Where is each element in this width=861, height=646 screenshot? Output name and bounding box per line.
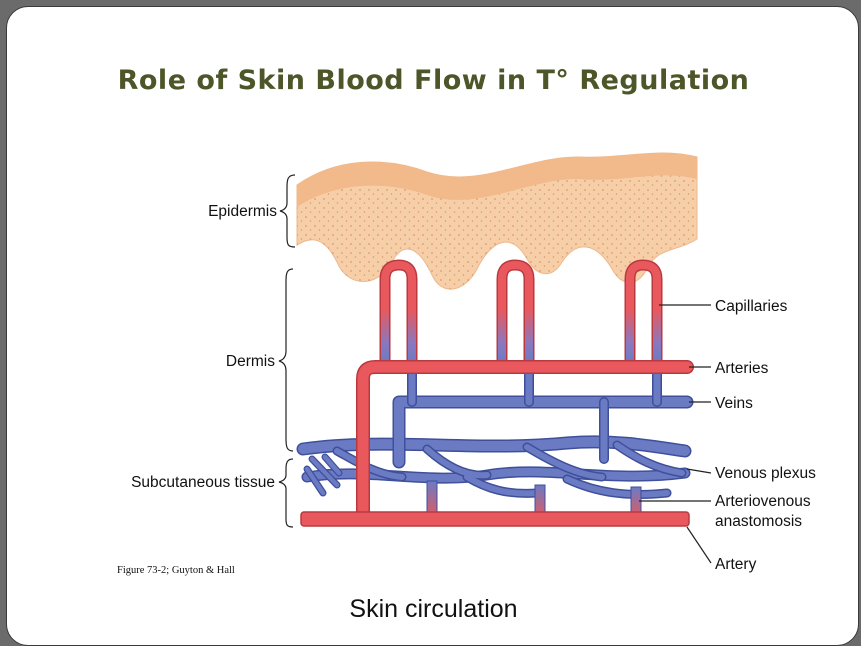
capillary-loops <box>385 265 657 363</box>
figure-credit: Figure 73-2; Guyton & Hall <box>117 565 235 576</box>
label-subcutaneous: Subcutaneous tissue <box>131 474 275 491</box>
slide-caption: Skin circulation <box>7 595 859 624</box>
label-venous-plexus: Venous plexus <box>715 465 816 482</box>
label-epidermis: Epidermis <box>208 203 277 220</box>
label-av-anastomosis-2: anastomosis <box>715 513 802 530</box>
deep-artery <box>301 512 689 526</box>
slide: Role of Skin Blood Flow in T° Regulation <box>6 6 859 646</box>
label-dermis: Dermis <box>226 353 275 370</box>
skin-circulation-diagram: Epidermis Dermis Subcutaneous tissue Cap… <box>7 7 859 646</box>
label-av-anastomosis-1: Arteriovenous <box>715 493 811 510</box>
label-arteries: Arteries <box>715 360 769 377</box>
label-veins: Veins <box>715 395 753 412</box>
left-braces <box>279 175 295 527</box>
label-capillaries: Capillaries <box>715 298 788 315</box>
label-artery: Artery <box>715 556 757 573</box>
